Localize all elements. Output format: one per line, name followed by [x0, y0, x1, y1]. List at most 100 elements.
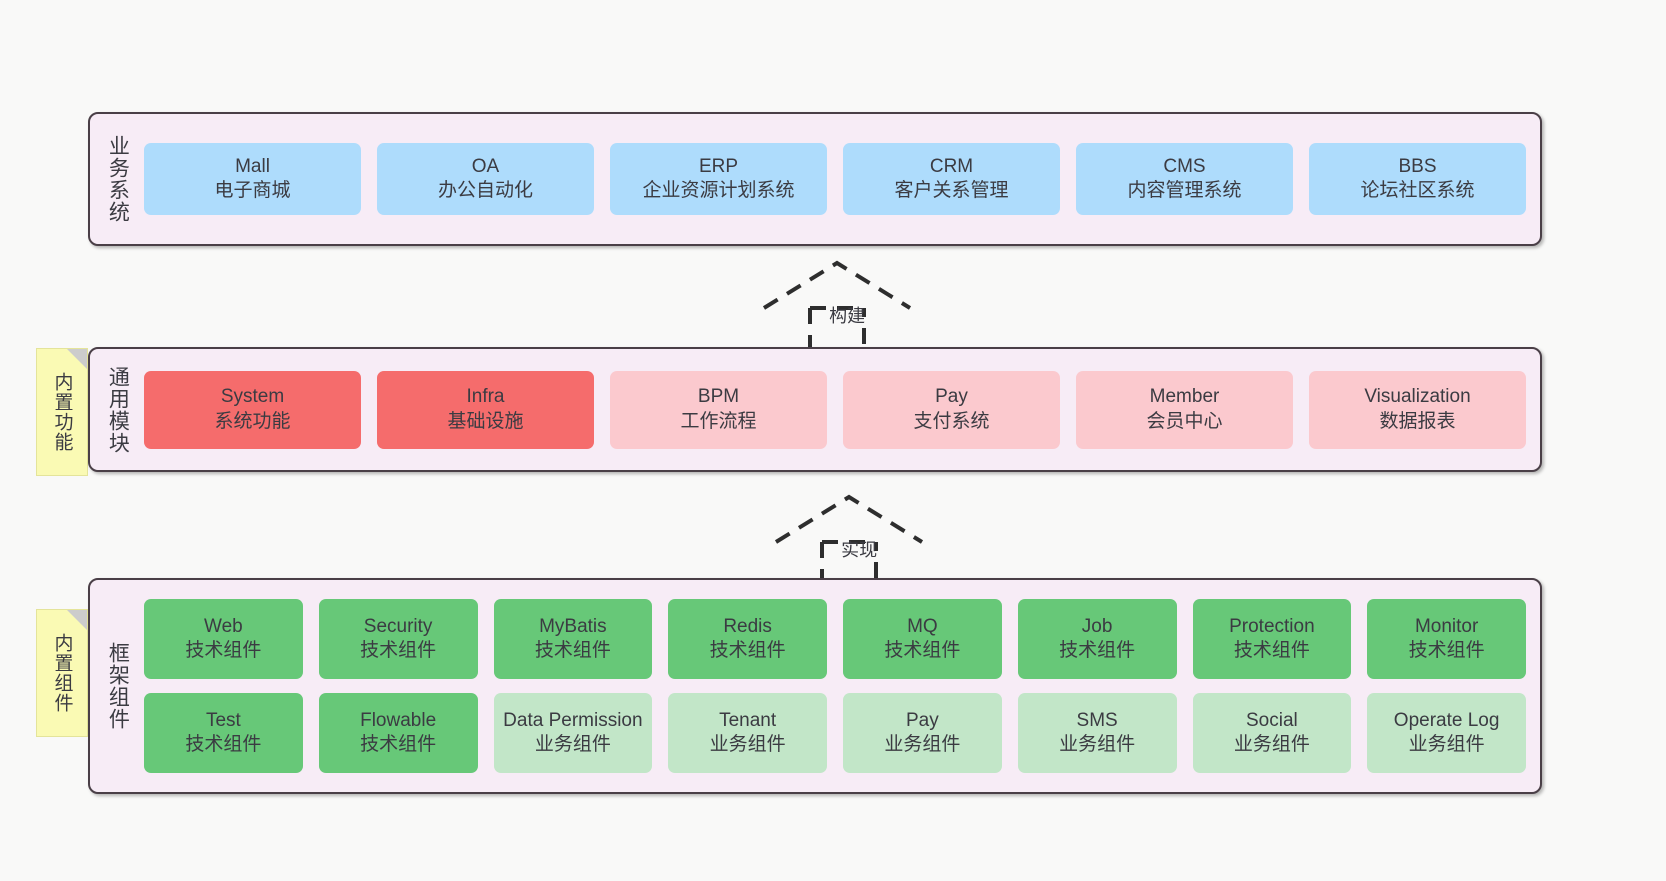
card-title-cn: 技术组件: [360, 734, 437, 755]
card-title-en: Infra: [466, 386, 505, 408]
card-title-en: Protection: [1229, 615, 1315, 637]
folded-corner-icon: [67, 349, 87, 369]
layer-title-framework-component: 框架组件: [106, 642, 130, 730]
card-row: System 系统功能 Infra 基础设施 BPM 工作流程 Pay 支付系统…: [144, 370, 1526, 449]
card-title-cn: 会员中心: [1146, 410, 1223, 432]
layer-common-module: 通用模块 System 系统功能 Infra 基础设施 BPM 工作流程 Pay…: [88, 347, 1542, 472]
card-mall[interactable]: Mall 电子商城: [144, 143, 361, 215]
card-title-cn: 客户关系管理: [894, 180, 1009, 201]
card-title-en: Monitor: [1414, 615, 1479, 637]
card-title-en: Member: [1149, 386, 1220, 408]
card-row: Test 技术组件 Flowable 技术组件 Data Permission …: [144, 693, 1526, 773]
card-title-cn: 技术组件: [185, 640, 262, 661]
card-title-cn: 技术组件: [360, 640, 437, 661]
card-title-cn: 内容管理系统: [1127, 180, 1242, 201]
card-title-cn: 企业资源计划系统: [642, 180, 795, 201]
card-security[interactable]: Security 技术组件: [318, 599, 478, 679]
card-bpm[interactable]: BPM 工作流程: [610, 370, 827, 449]
card-test[interactable]: Test 技术组件: [144, 693, 303, 773]
card-title-en: Data Permission: [503, 709, 643, 731]
card-title-cn: 论坛社区系统: [1360, 180, 1475, 201]
card-title-en: CMS: [1163, 155, 1206, 177]
card-title-cn: 业务组件: [709, 734, 786, 755]
card-job[interactable]: Job 技术组件: [1017, 599, 1177, 679]
card-title-cn: 数据报表: [1379, 410, 1456, 432]
layer-common-module-cards: System 系统功能 Infra 基础设施 BPM 工作流程 Pay 支付系统…: [134, 349, 1540, 470]
card-erp[interactable]: ERP 企业资源计划系统: [610, 143, 827, 215]
card-row: Web 技术组件 Security 技术组件 MyBatis 技术组件 Redi…: [144, 599, 1526, 679]
layer-title-common-module: 通用模块: [106, 365, 130, 454]
card-title-en: Tenant: [719, 709, 777, 731]
card-title-en: BBS: [1398, 155, 1437, 177]
card-redis[interactable]: Redis 技术组件: [668, 599, 827, 679]
card-mybatis[interactable]: MyBatis 技术组件: [493, 599, 653, 679]
card-title-cn: 系统功能: [214, 410, 291, 432]
card-pay[interactable]: Pay 支付系统: [843, 370, 1060, 449]
card-title-cn: 业务组件: [534, 734, 611, 755]
card-title-cn: 业务组件: [1059, 734, 1136, 755]
card-title-en: Pay: [935, 386, 968, 408]
card-title-en: Social: [1246, 709, 1298, 731]
card-title-en: SMS: [1076, 709, 1118, 731]
card-title-cn: 业务组件: [1408, 734, 1485, 755]
card-title-en: System: [220, 386, 285, 408]
layer-business-system-cards: Mall 电子商城 OA 办公自动化 ERP 企业资源计划系统 CRM 客户关系…: [134, 114, 1540, 244]
layer-title-business-system: 业务系统: [106, 135, 130, 223]
card-oa[interactable]: OA 办公自动化: [377, 143, 594, 215]
sticky-note-builtin-component: 内置组件: [36, 609, 88, 737]
arrow-implement: 实现: [774, 492, 924, 592]
layer-framework-component-cards: Web 技术组件 Security 技术组件 MyBatis 技术组件 Redi…: [134, 580, 1540, 792]
sticky-note-builtin-function: 内置功能: [36, 348, 88, 476]
card-title-cn: 业务组件: [1233, 734, 1310, 755]
layer-business-system: 业务系统 Mall 电子商城 OA 办公自动化 ERP 企业资源计划系统 CRM…: [88, 112, 1542, 246]
card-title-cn: 基础设施: [447, 410, 524, 432]
card-title-en: CRM: [929, 155, 974, 177]
card-web[interactable]: Web 技术组件: [144, 599, 303, 679]
card-visualization[interactable]: Visualization 数据报表: [1309, 370, 1526, 449]
card-title-en: MyBatis: [539, 615, 607, 637]
generalization-arrow-icon: [762, 260, 912, 355]
card-protection[interactable]: Protection 技术组件: [1192, 599, 1352, 679]
card-title-cn: 技术组件: [1233, 640, 1310, 661]
card-title-cn: 技术组件: [1408, 640, 1485, 661]
card-title-en: Operate Log: [1393, 709, 1500, 731]
card-title-en: OA: [471, 155, 500, 177]
card-operate-log[interactable]: Operate Log 业务组件: [1367, 693, 1526, 773]
card-title-en: BPM: [697, 386, 740, 408]
card-title-cn: 电子商城: [214, 180, 291, 201]
card-pay-business[interactable]: Pay 业务组件: [843, 693, 1002, 773]
arrow-implement-label: 实现: [841, 540, 878, 560]
card-member[interactable]: Member 会员中心: [1076, 370, 1293, 449]
card-infra[interactable]: Infra 基础设施: [377, 370, 594, 449]
card-title-en: Security: [363, 615, 433, 637]
card-title-en: Redis: [723, 615, 772, 637]
arrow-build: 构建: [762, 258, 912, 358]
card-crm[interactable]: CRM 客户关系管理: [843, 143, 1060, 215]
card-title-cn: 技术组件: [884, 640, 961, 661]
sticky-note-label: 内置组件: [51, 633, 73, 713]
card-mq[interactable]: MQ 技术组件: [843, 599, 1002, 679]
generalization-arrow-icon: [774, 494, 924, 589]
sticky-note-label: 内置功能: [51, 372, 73, 452]
card-title-en: Flowable: [360, 709, 437, 731]
card-title-en: Visualization: [1364, 386, 1471, 408]
card-row: Mall 电子商城 OA 办公自动化 ERP 企业资源计划系统 CRM 客户关系…: [144, 143, 1526, 215]
card-bbs[interactable]: BBS 论坛社区系统: [1309, 143, 1526, 215]
card-sms[interactable]: SMS 业务组件: [1017, 693, 1177, 773]
card-title-cn: 技术组件: [1059, 640, 1136, 661]
card-title-en: ERP: [698, 155, 739, 177]
card-tenant[interactable]: Tenant 业务组件: [668, 693, 827, 773]
arrow-build-label: 构建: [829, 306, 866, 326]
card-data-permission[interactable]: Data Permission 业务组件: [493, 693, 653, 773]
card-title-en: Pay: [906, 709, 939, 731]
card-title-en: Job: [1081, 615, 1113, 637]
folded-corner-icon: [67, 610, 87, 630]
card-monitor[interactable]: Monitor 技术组件: [1367, 599, 1526, 679]
card-title-cn: 技术组件: [534, 640, 611, 661]
card-title-en: MQ: [907, 615, 938, 637]
card-social[interactable]: Social 业务组件: [1192, 693, 1352, 773]
card-cms[interactable]: CMS 内容管理系统: [1076, 143, 1293, 215]
card-system[interactable]: System 系统功能: [144, 370, 361, 449]
card-flowable[interactable]: Flowable 技术组件: [318, 693, 478, 773]
